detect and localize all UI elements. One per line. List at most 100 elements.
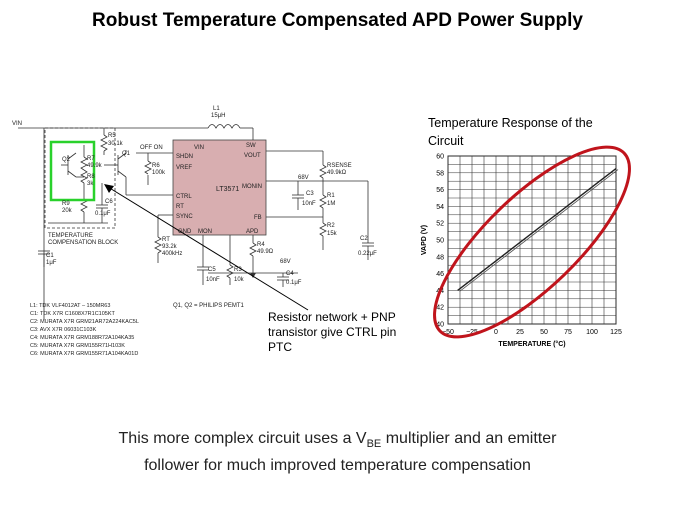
label-68v-b: 68V [280,259,291,265]
label-r2: R2 [327,223,335,229]
label-c1: C1 [46,253,54,259]
pin-sync: SYNC [176,214,193,220]
bom-item: C1: TDK X7R C1608X7R1C105KT [30,311,116,317]
circuit-schematic: VIN L1 15μH LT3571 VIN SHDN VREF CTRL RT… [12,106,377,357]
label-r4: R4 [257,242,265,248]
y-tick-label: 48 [436,254,444,261]
pin-mon: MON [198,229,212,235]
label-l1-value: 15μH [211,113,225,119]
x-tick-label: 50 [540,329,548,336]
y-tick-label: 58 [436,170,444,177]
label-q-note: Q1, Q2 = PHILIPS PEMT1 [173,303,245,309]
label-r4-value: 49.9Ω [257,249,274,255]
label-r1-value: 1M [327,201,335,207]
label-r5-value: 30.1k [108,141,124,147]
pin-gnd: GND [178,229,192,235]
label-r1: R1 [327,193,335,199]
pin-apd: APD [246,229,259,235]
label-c2: C2 [360,236,368,242]
label-rt-value: 93.2k [162,244,178,250]
label-c3-value: 10nF [302,201,316,207]
caption-line1-post: multiplier and an emitter [381,430,557,447]
label-c4: C4 [286,271,294,277]
bom-list: L1: TDK VLF4012AT – 150MR63 C1: TDK X7R … [30,303,139,357]
label-c5: C5 [208,267,216,273]
label-c1-value: 1μF [46,260,57,266]
chart-title: Temperature Response of the Circuit [428,116,593,148]
pin-sw: SW [246,143,256,149]
pin-vin: VIN [194,145,204,151]
caption-line1-pre: This more complex circuit uses a V [118,430,367,447]
label-rsense: RSENSE [327,163,352,169]
x-axis-label: TEMPERATURE (°C) [498,340,565,348]
callout-arrow [107,186,309,311]
pin-ctrl: CTRL [176,194,192,200]
label-r6: R6 [152,163,160,169]
y-axis-label: VAPD (V) [421,225,428,255]
chart-series [457,168,619,292]
x-tick-label: 125 [610,329,622,336]
y-tick-label: 50 [436,238,444,245]
pin-fb: FB [254,215,262,221]
y-tick-label: 60 [436,154,444,161]
y-tick-label: 52 [436,221,444,228]
bom-item: L1: TDK VLF4012AT – 150MR63 [30,303,110,309]
callout-text: Resistor network + PNP transistor give C… [268,310,397,354]
label-l1: L1 [213,106,220,112]
label-r9-value: 20k [62,208,73,214]
caption-subscript: BE [366,438,382,451]
caption-line2: follower for much improved temperature c… [144,457,531,475]
y-tick-label: 54 [436,204,444,211]
highlight-ellipse [433,145,631,339]
label-q2: Q2 [62,157,71,163]
pin-monin: MONIN [242,184,262,190]
label-r7-value: 49.9k [87,163,103,169]
x-tick-label: 25 [516,329,524,336]
ic-name: LT3571 [216,186,239,193]
y-tick-label: 56 [436,187,444,194]
bom-item: C6: MURATA X7R GRM155R71A104KA01D [30,351,138,357]
highlight-box [49,140,96,202]
label-rt: RT [162,237,170,243]
callout-arrowhead [104,184,114,193]
x-tick-label: −25 [466,329,478,336]
label-r9: R9 [62,201,70,207]
x-tick-label: 75 [564,329,572,336]
label-c5-value: 10nF [206,277,220,283]
ic-block [172,139,267,236]
chart-grid [447,155,617,325]
label-r6-value: 100k [152,170,166,176]
label-r2-value: 15k [327,231,338,237]
label-q1: Q1 [122,151,131,157]
label-off-on: OFF ON [140,145,163,151]
x-tick-label: 0 [494,329,498,336]
label-68v: 68V [298,175,309,181]
label-c6-value: 0.1μF [95,211,111,217]
y-tick-label: 40 [436,322,444,329]
bom-item: C5: MURATA X7R GRM155R71H103K [30,343,125,349]
caption-line1: This more complex circuit uses a VBE mul… [118,430,557,451]
pin-vref: VREF [176,165,192,171]
bom-item: C4: MURATA X7R GRM188R72A104KA35 [30,335,134,341]
bom-item: C3: AVX X7R 06031C103K [30,327,97,333]
label-rt-freq: 400kHz [162,251,182,257]
pin-shdn: SHDN [176,154,193,160]
label-c3: C3 [306,191,314,197]
label-c4-value: 0.1μF [286,280,302,286]
label-rsense-value: 49.9kΩ [327,170,347,176]
label-r3: R3 [234,267,242,273]
bom-item: C2: MURATA X7R GRM21AR72A224KAC5L [30,319,139,325]
caption: This more complex circuit uses a VBE mul… [0,428,675,476]
series-line [457,168,617,291]
slide-title: Robust Temperature Compensated APD Power… [92,10,583,31]
y-tick-label: 42 [436,305,444,312]
label-vin: VIN [12,121,22,127]
label-r8-value: 3k [87,181,94,187]
label-c2-value: 0.22μF [358,251,377,257]
pin-rt: RT [176,204,184,210]
label-r7: R7 [87,156,95,162]
label-c6: C6 [105,199,113,205]
